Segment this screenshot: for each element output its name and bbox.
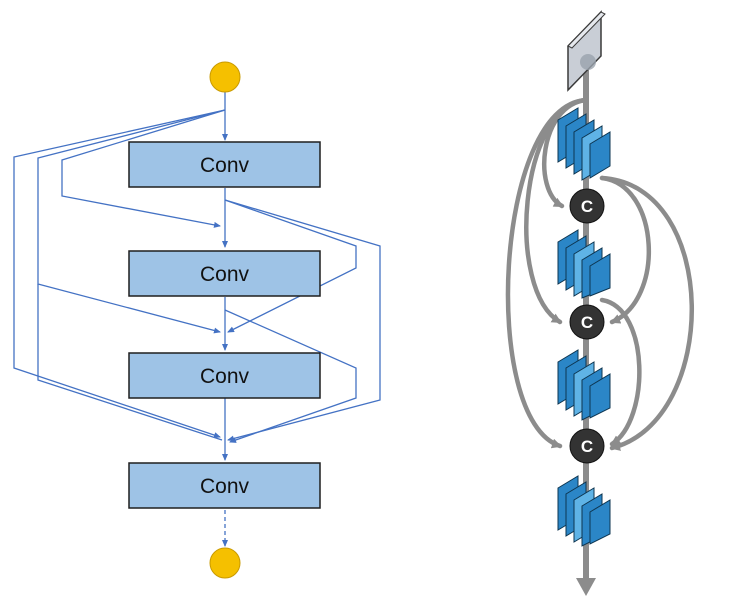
skip-c1-to-c2	[599, 175, 651, 325]
concat-label-3: C	[581, 437, 593, 456]
skip-c2-to-c3	[599, 297, 642, 447]
output-arrow-icon	[576, 578, 596, 596]
edge-conv1-to-conv4	[224, 199, 381, 442]
concat-node-2: C	[569, 304, 605, 340]
feature-map-stack-3	[557, 349, 611, 421]
edge-conv3-side	[37, 284, 223, 441]
conv-label-4: Conv	[200, 475, 250, 498]
concat-label-2: C	[581, 313, 593, 332]
dense-skip-arrows	[505, 97, 694, 451]
conv-label-1: Conv	[200, 154, 250, 177]
edge-input-to-conv3	[37, 109, 226, 334]
feature-map-stack-4	[557, 475, 611, 547]
input-image-icon	[567, 10, 606, 92]
conv-block-1: Conv	[128, 141, 321, 188]
input-node	[209, 61, 241, 93]
right-densenet-diagram: C C C	[505, 10, 694, 596]
conv-block-2: Conv	[128, 250, 321, 297]
skip-connections	[13, 109, 381, 443]
edge-conv2-to-conv4	[224, 309, 357, 443]
left-dense-block-diagram: Conv Conv Conv Conv	[13, 61, 381, 579]
conv-block-4: Conv	[128, 462, 321, 509]
concat-node-3: C	[569, 428, 605, 464]
conv-label-3: Conv	[200, 365, 250, 388]
edge-input-to-conv4	[13, 109, 226, 438]
concat-label-1: C	[581, 197, 593, 216]
output-node	[209, 547, 241, 579]
conv-block-3: Conv	[128, 352, 321, 399]
skip-input-to-c3	[505, 97, 589, 449]
concat-node-1: C	[569, 188, 605, 224]
feature-map-stack-1	[557, 107, 611, 181]
edge-input-to-conv2	[61, 109, 226, 228]
conv-label-2: Conv	[200, 263, 250, 286]
skip-c1-to-c3	[599, 175, 694, 451]
edge-conv1-to-conv3	[224, 199, 357, 333]
feature-map-stack-2	[557, 229, 611, 299]
